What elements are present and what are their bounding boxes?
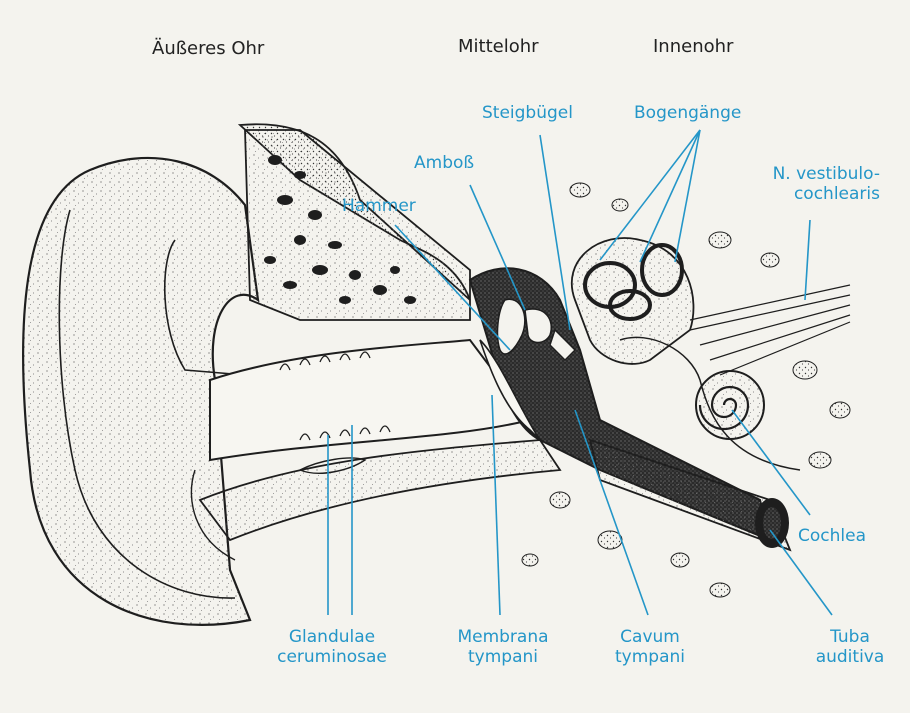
label-membrana-line-1: Membrana	[443, 627, 563, 647]
label-nerve-line-2: cochlearis	[730, 184, 880, 204]
label-tympanic-membrane: Membrana tympani	[443, 627, 563, 667]
label-nerve-line-1: N. vestibulo-	[730, 164, 880, 184]
label-glandulae: Glandulae ceruminosae	[267, 627, 397, 667]
label-glandulae-line-1: Glandulae	[267, 627, 397, 647]
heading-middle-ear: Mittelohr	[458, 36, 539, 57]
label-malleus: Hammer	[342, 196, 416, 216]
label-tuba-line-2: auditiva	[805, 647, 895, 667]
label-tuba-line-1: Tuba	[805, 627, 895, 647]
label-vestibulocochlear-nerve: N. vestibulo- cochlearis	[730, 164, 880, 204]
eustachian-tube	[590, 440, 790, 550]
label-cochlea: Cochlea	[798, 526, 866, 546]
heading-outer-ear: Äußeres Ohr	[152, 38, 264, 59]
label-semicircular-canals: Bogengänge	[634, 103, 741, 123]
label-cavum-line-2: tympani	[600, 647, 700, 667]
heading-inner-ear: Innenohr	[653, 36, 733, 57]
label-glandulae-line-2: ceruminosae	[267, 647, 397, 667]
label-tympanic-cavity: Cavum tympani	[600, 627, 700, 667]
label-eustachian-tube: Tuba auditiva	[805, 627, 895, 667]
label-incus: Amboß	[414, 153, 474, 173]
label-membrana-line-2: tympani	[443, 647, 563, 667]
label-cavum-line-1: Cavum	[600, 627, 700, 647]
label-stapes: Steigbügel	[482, 103, 573, 123]
